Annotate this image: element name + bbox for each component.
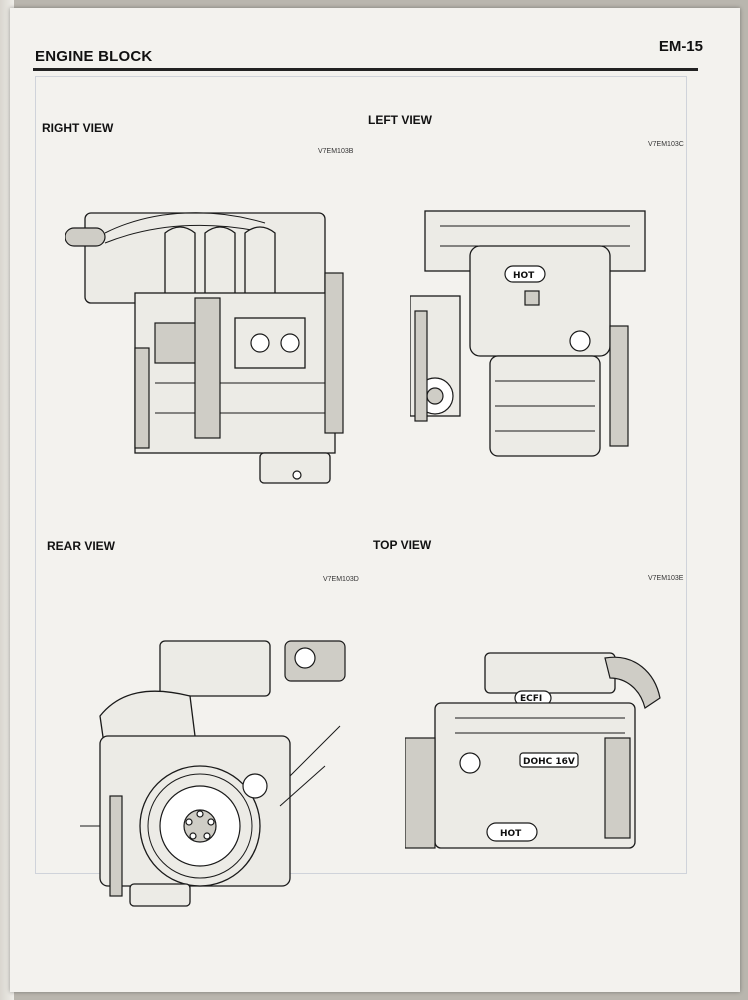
- section-title: ENGINE BLOCK: [35, 48, 153, 65]
- header-rule: [33, 68, 698, 71]
- top-view-code: V7EM103E: [648, 575, 684, 582]
- rear-view-code: V7EM103D: [323, 576, 359, 583]
- manual-page: ENGINE BLOCK EM-15 RIGHT VIEW V7EM103B L…: [10, 8, 740, 992]
- top-view-engine-drawing: ECFI DOHC 16V HOT: [405, 652, 661, 849]
- top-view-dohc-badge: DOHC 16V: [523, 757, 575, 767]
- rear-view-label: REAR VIEW: [47, 539, 116, 553]
- left-view-code: V7EM103C: [648, 141, 684, 148]
- right-view-label: RIGHT VIEW: [42, 121, 114, 135]
- right-view-code: V7EM103B: [318, 148, 354, 155]
- right-view-engine-drawing: [65, 212, 344, 484]
- rear-view-engine-drawing: [80, 640, 346, 907]
- left-view-hot-badge: HOT: [513, 271, 535, 281]
- left-view-label: LEFT VIEW: [368, 113, 432, 127]
- top-view-label: TOP VIEW: [373, 538, 432, 552]
- top-view-ecfi-badge: ECFI: [520, 694, 542, 704]
- top-view-hot-badge: HOT: [500, 829, 522, 839]
- page-number: EM-15: [658, 38, 703, 55]
- show-through-frame: [35, 76, 687, 874]
- left-view-engine-drawing: HOT: [410, 210, 646, 457]
